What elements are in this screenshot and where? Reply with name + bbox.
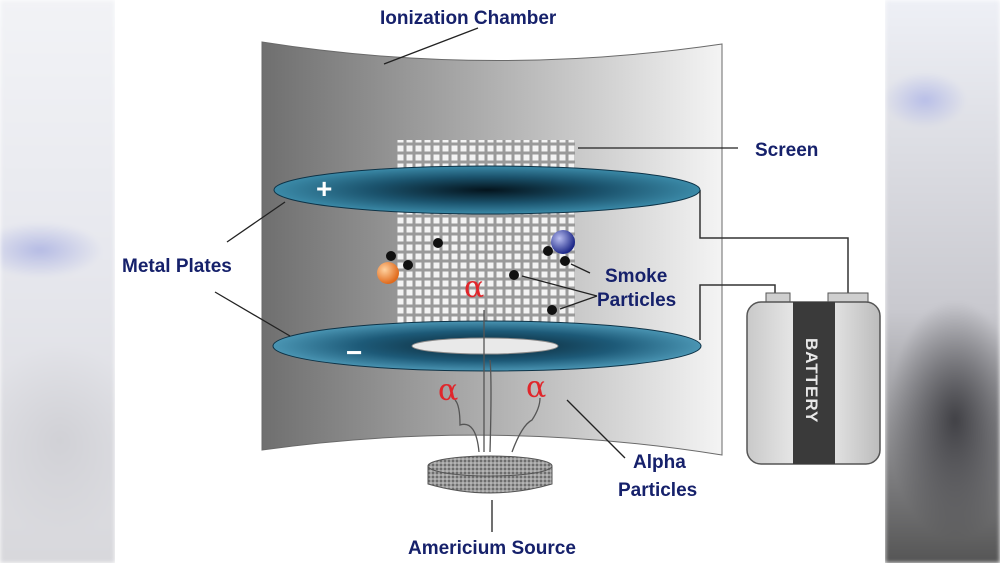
alpha-path <box>454 399 480 453</box>
backdrop-right <box>885 0 1000 563</box>
label-ionization-chamber: Ionization Chamber <box>380 8 557 29</box>
americium-source-top <box>427 455 553 477</box>
smoke-detector-diagram: + − α α α BATTERY Ionization Chamber Scr… <box>122 8 881 559</box>
leader-metal-plates-top <box>226 201 286 243</box>
leader-smoke-2 <box>559 295 598 310</box>
smoke-particle <box>386 251 396 261</box>
leader-ionization-chamber <box>383 27 479 65</box>
alpha-symbol: α <box>438 373 458 408</box>
alpha-symbol: α <box>526 370 546 405</box>
ion-orange <box>377 262 399 284</box>
label-screen: Screen <box>755 140 818 161</box>
alpha-symbol: α <box>464 270 484 305</box>
minus-sign: − <box>346 337 362 368</box>
smoke-particle <box>560 256 570 266</box>
label-alpha-particles-1: Alpha <box>633 452 686 473</box>
plate-hole <box>411 337 559 355</box>
wire-negative <box>699 284 776 340</box>
smoke-particle <box>433 238 443 248</box>
backdrop-left <box>0 0 115 563</box>
smoke-particle <box>509 270 519 280</box>
ion-blue <box>551 230 575 254</box>
battery-label: BATTERY <box>802 338 821 423</box>
diagram-stage: + − α α α BATTERY Ionization Chamber Scr… <box>115 0 885 563</box>
smoke-particle <box>543 246 553 256</box>
leader-alpha <box>566 399 626 459</box>
leader-metal-plates-bottom <box>214 291 291 337</box>
smoke-particle <box>547 305 557 315</box>
battery: BATTERY <box>746 292 881 465</box>
label-americium-source: Americium Source <box>408 538 576 559</box>
label-smoke-particles-2: Particles <box>597 290 676 311</box>
leader-smoke-3 <box>570 263 591 274</box>
label-alpha-particles-2: Particles <box>618 480 697 501</box>
label-smoke-particles-1: Smoke <box>605 266 667 287</box>
wire-positive <box>699 190 849 296</box>
metal-plate-positive <box>273 165 701 215</box>
plus-sign: + <box>316 173 332 204</box>
alpha-path <box>489 359 492 453</box>
alpha-path <box>511 397 541 453</box>
smoke-particle <box>403 260 413 270</box>
leader-smoke-1 <box>521 275 598 297</box>
label-metal-plates: Metal Plates <box>122 256 232 277</box>
